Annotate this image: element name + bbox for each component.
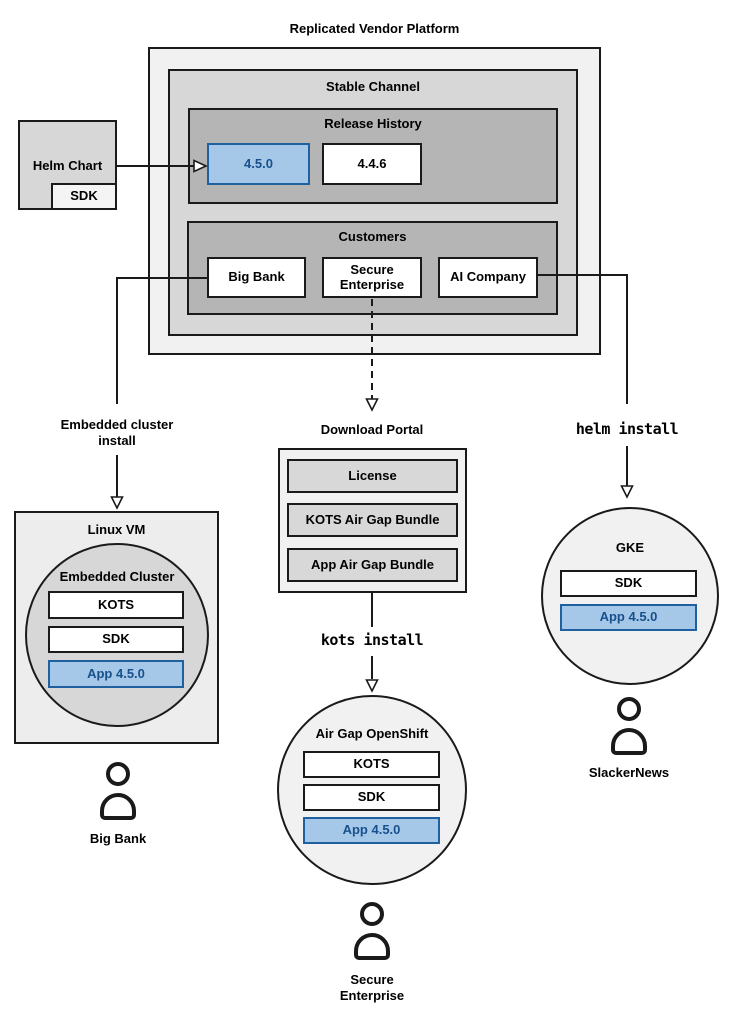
- arrowhead-download-portal: [365, 398, 379, 412]
- helm-install-label: helm install: [575, 420, 679, 438]
- kots-airgap-bundle-box: KOTS Air Gap Bundle: [287, 503, 458, 537]
- arrowhead-openshift: [365, 679, 379, 693]
- linux-vm-sdk-box: SDK: [48, 626, 184, 653]
- app-airgap-bundle-box: App Air Gap Bundle: [287, 548, 458, 582]
- kots-install-label: kots install: [320, 631, 424, 649]
- big-bank-user-icon: [100, 762, 136, 820]
- linux-vm-label: Linux VM: [87, 522, 146, 537]
- gke-app-box: App 4.5.0: [560, 604, 697, 631]
- slackernews-user-label: SlackerNews: [588, 765, 670, 780]
- license-box: License: [287, 459, 458, 493]
- release-history-label: Release History: [324, 116, 422, 131]
- helm-chart-label: Helm Chart: [32, 158, 103, 173]
- customers-label: Customers: [338, 229, 407, 244]
- customer-ai-company-box: AI Company: [438, 257, 538, 298]
- linux-vm-app-box: App 4.5.0: [48, 660, 184, 688]
- diagram-title: Replicated Vendor Platform: [289, 21, 460, 36]
- arrowhead-linux-vm: [110, 496, 124, 510]
- release-4-5-0-box: 4.5.0: [207, 143, 310, 185]
- openshift-label: Air Gap OpenShift: [315, 726, 429, 741]
- stable-channel-label: Stable Channel: [326, 79, 420, 94]
- embedded-cluster-label: Embedded Cluster: [59, 569, 175, 584]
- customer-secure-enterprise-box: Secure Enterprise: [322, 257, 422, 298]
- linux-vm-kots-box: KOTS: [48, 591, 184, 619]
- openshift-sdk-box: SDK: [303, 784, 440, 811]
- gke-sdk-box: SDK: [560, 570, 697, 597]
- download-portal-label: Download Portal: [320, 422, 424, 437]
- customer-big-bank-box: Big Bank: [207, 257, 306, 298]
- openshift-kots-box: KOTS: [303, 751, 440, 778]
- big-bank-user-label: Big Bank: [89, 831, 147, 846]
- secure-enterprise-user-label: Secure Enterprise: [339, 972, 405, 1004]
- gke-label: GKE: [615, 540, 645, 555]
- secure-enterprise-user-icon: [354, 902, 390, 960]
- slackernews-user-icon: [611, 697, 647, 755]
- helm-chart-sdk-box: SDK: [51, 183, 117, 210]
- embedded-install-label: Embedded cluster install: [60, 417, 174, 449]
- arrowhead-gke: [620, 485, 634, 499]
- openshift-app-box: App 4.5.0: [303, 817, 440, 844]
- release-4-4-6-box: 4.4.6: [322, 143, 422, 185]
